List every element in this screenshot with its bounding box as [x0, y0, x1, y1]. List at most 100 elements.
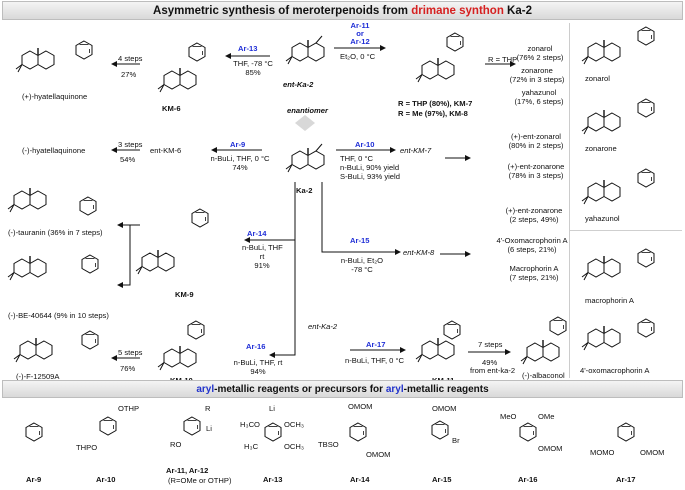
r13-steps: 4 steps	[118, 54, 143, 63]
r15-product-3-detail: (7 steps, 21%)	[509, 273, 559, 282]
km6-label: KM-6	[162, 104, 181, 113]
side-yahazunol-label: yahazunol	[585, 214, 620, 223]
r9-yield: 54%	[120, 155, 136, 164]
enantiomer-label: enantiomer	[287, 106, 328, 115]
r15-product-3: Macrophorin A(7 steps, 21%)	[500, 264, 568, 282]
ar13-group-1: Li	[269, 404, 275, 413]
ent-zonarone-name: (+)-ent-zonarone	[507, 162, 565, 171]
ar10-reagent-label: Ar-10	[355, 140, 375, 149]
ar10-label: Ar-10	[96, 475, 116, 484]
zonarone-name: zonarone	[521, 66, 553, 75]
ar11-group-2: Li	[206, 424, 212, 433]
ar17-group-1: MOMO	[590, 448, 615, 457]
ar16-structure	[519, 422, 537, 442]
r15-product-2: 4'-Oxomacrophorin A(6 steps, 21%)	[496, 236, 568, 254]
km8-yield-label: R = Me (97%), KM-8	[398, 109, 468, 118]
side-zonarone-label: zonarone	[585, 144, 617, 153]
ar10-group-1: OTHP	[118, 404, 140, 413]
ar14-group-3: OMOM	[366, 450, 391, 459]
zonarone-detail: (72% in 3 steps)	[509, 75, 565, 84]
ar13-structure	[264, 422, 282, 442]
ar11-conditions: Et₂O, 0 °C	[340, 52, 376, 61]
ar9-condition-2: 74%	[232, 163, 248, 172]
zonarol-name: zonarol	[527, 44, 553, 53]
r17-steps: 7 steps	[478, 340, 503, 349]
reagents-bar-suffix: -metallic reagents	[403, 384, 489, 395]
ar15-label: Ar-15	[432, 475, 452, 484]
tauranin-structure	[7, 187, 97, 216]
ar15-group-1: OMOM	[432, 404, 457, 413]
tauranin-label: (-)-tauranin (36% in 7 steps)	[8, 228, 103, 237]
r15-product-2-name: 4'-Oxomacrophorin A	[496, 236, 568, 245]
ent-zonarone-product: (+)-ent-zonarone(78% in 3 steps)	[505, 162, 567, 180]
ent-km7-label: ent-KM-7	[400, 146, 432, 155]
side-macrophorin-label: macrophorin A	[585, 296, 634, 305]
enantiomer-marker	[295, 115, 315, 131]
ar15-condition-1: n-BuLi, Et₂O	[340, 256, 384, 265]
ar13-condition-1: THF, -78 °C	[233, 59, 273, 68]
ar13-reagent-label: Ar-13	[238, 44, 258, 53]
ar15-group-2: Br	[452, 436, 460, 445]
ar17-group-2: OMOM	[640, 448, 665, 457]
ar11-group-1: R	[205, 404, 211, 413]
ar10-condition-1: THF, 0 °C	[340, 154, 373, 163]
ar16-label: Ar-16	[518, 475, 538, 484]
km6-structure	[157, 42, 206, 93]
hyatellaquinone-minus-label: (-)-hyatellaquinone	[22, 146, 86, 155]
r16-steps: 5 steps	[118, 348, 143, 357]
ar17-conditions: n-BuLi, THF, 0 °C	[345, 356, 405, 365]
hyatellaquinone-plus-label: (+)-hyatellaquinone	[22, 92, 88, 101]
reagents-bar-middle: -metallic reagents or precursors for	[214, 384, 386, 395]
ent-ka2-structure	[285, 35, 325, 65]
ent-km6-label: ent-KM-6	[150, 146, 182, 155]
ar11-group-3: RO	[170, 440, 182, 449]
ar15-condition-2: -78 °C	[351, 265, 373, 274]
ka2-structure	[285, 143, 325, 173]
km11-structure	[415, 320, 461, 363]
ar13-group-5: OCH₃	[284, 442, 304, 451]
ar14-group-1: OMOM	[348, 402, 373, 411]
ar16-group-1: MeO	[500, 412, 517, 421]
title-highlight: drimane synthon	[411, 5, 504, 17]
albaconol-label: (-)-albaconol	[522, 371, 565, 380]
km10-structure	[157, 320, 205, 371]
scheme-title: Asymmetric synthesis of meroterpenoids f…	[2, 1, 683, 20]
ar13-group-3: OCH₃	[284, 420, 304, 429]
reagents-bar-prefix: aryl	[196, 384, 215, 395]
r13-yield: 27%	[121, 70, 137, 79]
r17-start-label: ent-Ka-2	[308, 322, 338, 331]
ar16-condition-1: n-BuLi, THF, rt	[233, 358, 283, 367]
ar15-reagent-label: Ar-15	[350, 236, 370, 245]
ar13-label: Ar-13	[263, 475, 283, 484]
ar14-group-2: TBSO	[318, 440, 339, 449]
ent-zonarol-detail: (80% in 2 steps)	[508, 141, 564, 150]
side-panel	[569, 23, 682, 378]
ar11-or-label: or	[356, 29, 364, 38]
ar10-condition-2: n-BuLi, 90% yield	[340, 163, 400, 172]
ar10-condition-3: S-BuLi, 93% yield	[340, 172, 400, 181]
zonarol-product: zonarol(76% 2 steps)	[512, 44, 568, 62]
km9-label: KM-9	[175, 290, 194, 299]
albaconol-structure	[520, 316, 567, 365]
ent-zonarol-product: (+)-ent-zonarol(80% in 2 steps)	[505, 132, 567, 150]
ent-zonarone-detail: (78% in 3 steps)	[508, 171, 564, 180]
reagents-bar: aryl-metallic reagents or precursors for…	[2, 380, 683, 398]
ar16-group-2: OMe	[538, 412, 555, 421]
km9-structure	[135, 208, 209, 275]
ar17-structure	[617, 422, 635, 442]
ar14-structure	[349, 422, 367, 442]
r15-product-2-detail: (6 steps, 21%)	[507, 245, 557, 254]
ar14-condition-1: n-BuLi, THF	[242, 243, 283, 252]
ar15-conditions: n-BuLi, Et₂O-78 °C	[336, 256, 388, 274]
ar13-condition-2: 85%	[245, 68, 261, 77]
ent-zonarol-name: (+)-ent-zonarol	[510, 132, 561, 141]
ar9-structure	[25, 422, 43, 442]
km7-yield-label: R = THP (80%), KM-7	[398, 99, 473, 108]
ar14-condition-2: rt	[259, 252, 265, 261]
f12509a-label: (-)-F-12509A	[16, 372, 60, 381]
zonarone-product: zonarone(72% in 3 steps)	[506, 66, 568, 84]
ent-km8-label: ent-KM-8	[403, 248, 435, 257]
